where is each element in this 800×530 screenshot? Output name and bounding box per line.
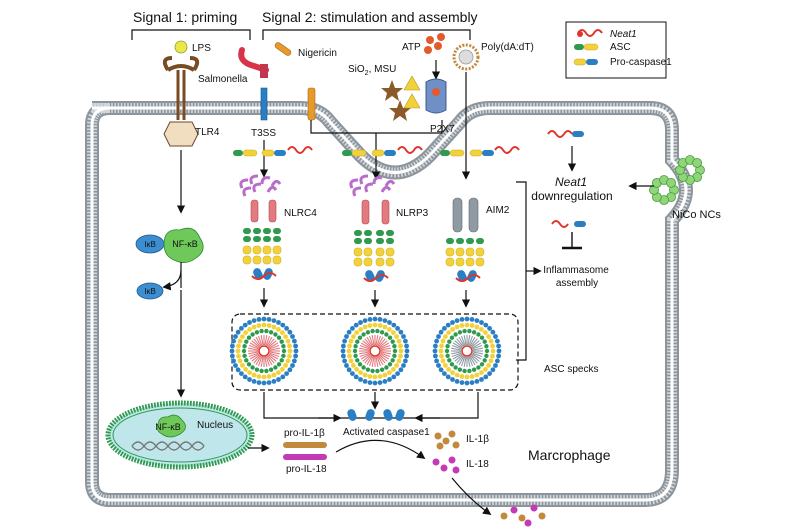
- ikb-free: [136, 282, 164, 300]
- asc-legend-icon: [574, 44, 584, 50]
- procaspase-legend-icon: [573, 58, 587, 66]
- triangle-crystal-icon: [403, 75, 421, 91]
- t3ss-receptor: Salmonella T3SS: [198, 47, 276, 139]
- nlrp3-inflammasome: NLRP3: [349, 174, 429, 308]
- svg-text:IκB: IκB: [144, 240, 156, 249]
- activated-caspase-label: Activated caspase1: [343, 427, 430, 438]
- t3ss-label: T3SS: [251, 128, 276, 139]
- atp-icon: [426, 36, 434, 44]
- lps-icon: [174, 40, 188, 54]
- macrophage-label: Marcrophage: [528, 447, 611, 463]
- nlrc4-label: NLRC4: [284, 208, 317, 219]
- nfkb-nucleus-label: NF-κB: [155, 422, 181, 432]
- triangle-crystal-icon: [403, 93, 421, 109]
- il18-label: IL-18: [466, 459, 489, 470]
- legend: Neat1 ASC Pro-caspase1: [565, 21, 672, 79]
- legend-asc: ASC: [610, 42, 631, 53]
- nlrc4-inflammasome: NLRC4: [239, 174, 317, 308]
- asc-speck: [432, 316, 502, 386]
- nico-label: NiCo NCs: [672, 209, 721, 221]
- cleavage-arrow: [335, 439, 426, 459]
- nucleus: NF-κB Nucleus: [105, 400, 270, 470]
- polydadt-label: Poly(dA:dT): [481, 42, 534, 53]
- pro-il18-icon: [283, 454, 327, 460]
- downregulation-text: downregulation: [531, 189, 612, 203]
- star-crystal-icon: [389, 100, 411, 121]
- salmonella-label: Salmonella: [198, 74, 248, 85]
- aim2-inflammasome: AIM2: [445, 197, 510, 308]
- asc-specks-label: ASC specks: [544, 364, 598, 375]
- svg-text:NF-κB: NF-κB: [172, 239, 198, 249]
- il1b-label: IL-1β: [466, 434, 489, 445]
- pro-cytokines: pro-IL-1β pro-IL-18: [283, 428, 327, 475]
- star-crystal-icon: [381, 80, 403, 101]
- asc-speck: [340, 316, 410, 386]
- secretion-arrow: [451, 477, 492, 515]
- sio2-label: SiO2, MSU: [348, 64, 396, 77]
- sio2-msu-stimuli: SiO2, MSU: [348, 64, 421, 121]
- secreted-cytokines: [500, 504, 546, 527]
- signal2-header: Signal 2: stimulation and assembly: [262, 9, 478, 25]
- salmonella-icon: [238, 47, 269, 73]
- inflammasome-label: Inflammasome: [543, 265, 609, 276]
- nigericin-icon: [274, 42, 292, 56]
- neat1-text: Neat1: [555, 175, 587, 189]
- asc-speck: [229, 316, 299, 386]
- tlr4-label: TLR4: [195, 127, 220, 138]
- neat1-downregulation: Neat1 downregulation Inflammasome assemb…: [531, 130, 613, 375]
- nlrp3-label: NLRP3: [396, 208, 429, 219]
- pro-il1b-icon: [283, 442, 327, 448]
- svg-text:IκB: IκB: [144, 287, 156, 296]
- activated-caspase: Activated caspase1: [343, 409, 430, 438]
- nico-nanoclusters: NiCo NCs: [628, 155, 721, 221]
- legend-procaspase1: Pro-caspase1: [610, 57, 672, 68]
- nigericin-label: Nigericin: [298, 48, 337, 59]
- nucleus-label: Nucleus: [197, 420, 233, 431]
- neat1-legend-icon: [577, 29, 603, 37]
- signal2-bracket: [262, 29, 471, 40]
- tlr4-receptor: LPS TLR4: [162, 40, 220, 147]
- signal1-bracket: [131, 29, 251, 40]
- signal1-header: Signal 1: priming: [133, 9, 237, 25]
- nfkb-pathway: IκB NF-κB IκB: [135, 150, 204, 398]
- right-bracket: [516, 181, 542, 361]
- legend-neat1: Neat1: [610, 29, 637, 40]
- nfkb-complex: [163, 227, 204, 263]
- adaptor-row: [233, 146, 520, 157]
- lps-label: LPS: [192, 43, 211, 54]
- assembly-label: assembly: [556, 278, 598, 289]
- mature-cytokines: IL-1β IL-18: [432, 430, 489, 474]
- pro-il18-label: pro-IL-18: [286, 464, 327, 475]
- atp-label: ATP: [402, 42, 421, 53]
- pro-il1b-label: pro-IL-1β: [284, 428, 325, 439]
- aim2-label: AIM2: [486, 205, 510, 216]
- polydadt-stimulus: Poly(dA:dT): [452, 42, 534, 122]
